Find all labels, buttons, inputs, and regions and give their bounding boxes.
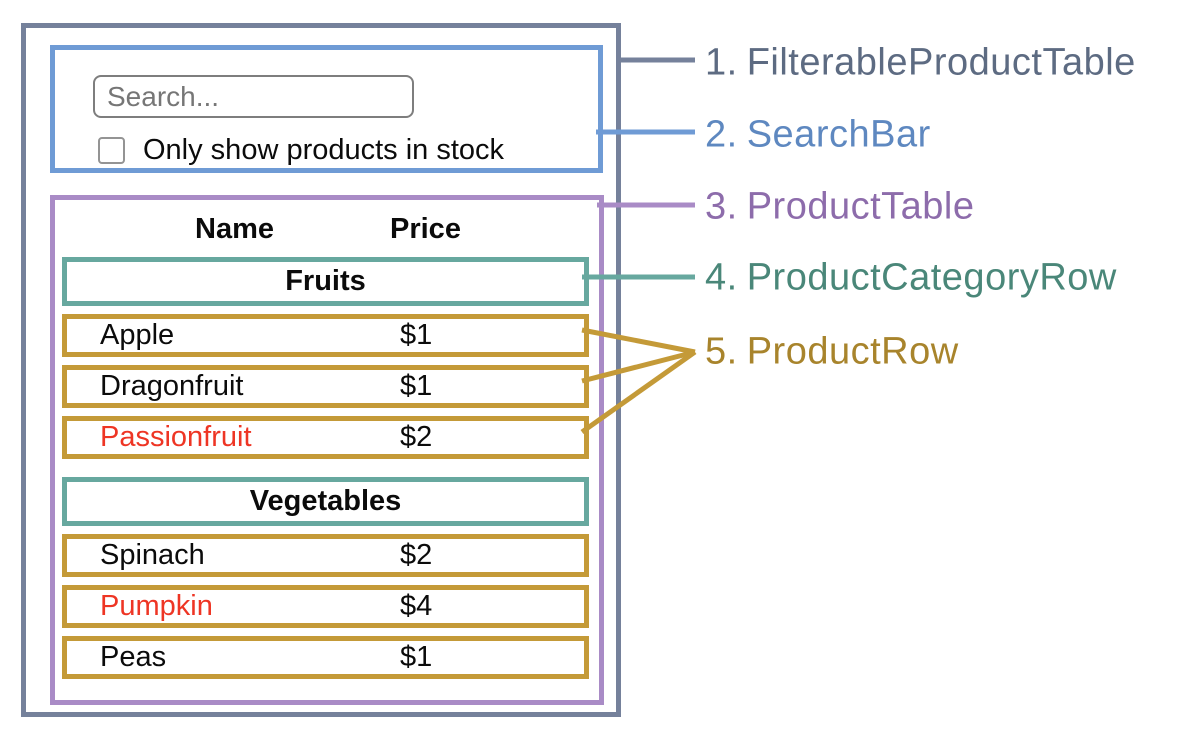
legend-label: ProductCategoryRow [746,256,1117,299]
legend-item-search-bar: 2.SearchBar [705,114,931,157]
product-name: Apple [100,319,175,351]
filterable-product-table-box: Only show products in stock Name Price F… [21,23,621,717]
product-name: Pumpkin [100,590,213,622]
in-stock-checkbox[interactable] [98,137,125,164]
category-row-vegetables: Vegetables [62,477,589,526]
search-input[interactable] [93,75,414,118]
legend-number: 1. [705,41,738,84]
product-row-apple: Apple $1 [62,314,589,357]
price-column-header: Price [390,213,461,245]
category-label: Vegetables [249,485,402,517]
product-name: Spinach [100,539,205,571]
product-price: $4 [400,590,433,622]
in-stock-label: Only show products in stock [143,134,505,166]
product-name: Passionfruit [100,421,252,453]
product-row-peas: Peas $1 [62,636,589,679]
legend-label: SearchBar [746,113,931,156]
legend-number: 3. [705,185,738,228]
in-stock-filter-row[interactable]: Only show products in stock [98,134,504,167]
product-row-dragonfruit: Dragonfruit $1 [62,365,589,408]
legend-label: ProductTable [746,185,975,228]
legend-item-product-table: 3.ProductTable [705,186,975,229]
product-price: $1 [400,370,433,402]
category-row-fruits: Fruits [62,257,589,306]
table-body: Fruits Apple $1 Dragonfruit $1 Passionfr… [62,257,589,679]
product-price: $1 [400,641,433,673]
product-name: Peas [100,641,167,673]
legend-number: 4. [705,256,738,299]
product-price: $2 [400,421,433,453]
legend-label: FilterableProductTable [746,41,1136,84]
product-row-pumpkin: Pumpkin $4 [62,585,589,628]
legend-number: 2. [705,113,738,156]
table-header-row: Name Price [55,200,599,257]
legend-item-filterable-product-table: 1.FilterableProductTable [705,42,1136,85]
product-price: $1 [400,319,433,351]
product-table-box: Name Price Fruits Apple $1 Dragonfruit $… [50,195,604,705]
category-label: Fruits [285,265,366,297]
legend-item-product-row: 5.ProductRow [705,331,959,374]
search-bar-box: Only show products in stock [50,45,603,173]
legend-label: ProductRow [746,330,959,373]
product-row-passionfruit: Passionfruit $2 [62,416,589,459]
product-name: Dragonfruit [100,370,244,402]
product-row-spinach: Spinach $2 [62,534,589,577]
legend-item-product-category-row: 4.ProductCategoryRow [705,257,1117,300]
name-column-header: Name [195,213,274,245]
legend-number: 5. [705,330,738,373]
product-price: $2 [400,539,433,571]
